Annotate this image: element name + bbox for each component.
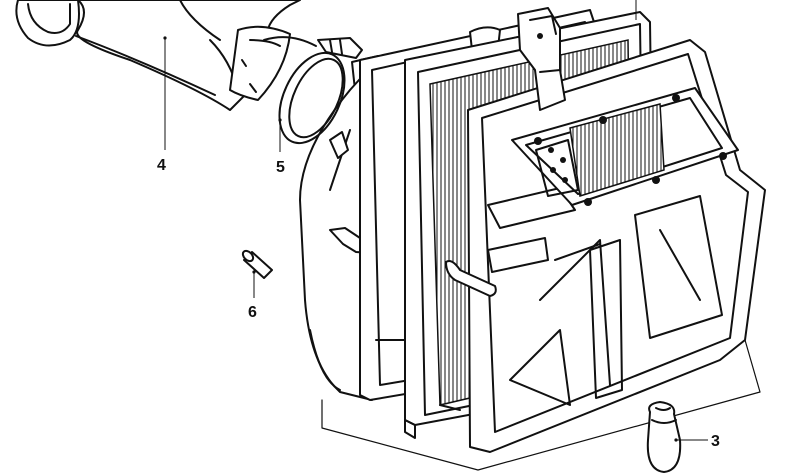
callout-label-4: 4 — [157, 157, 166, 174]
callout-label-6: 6 — [248, 304, 257, 321]
rubber-valve — [646, 401, 682, 473]
callout-leaders — [163, 0, 708, 442]
intake-duct — [15, 0, 301, 111]
base-plate — [321, 339, 761, 471]
small-plug — [241, 249, 273, 279]
hose-clamp — [263, 36, 363, 145]
mounting-bracket — [517, 7, 566, 111]
front-cover — [445, 39, 766, 453]
callout-label-5: 5 — [276, 159, 285, 176]
housing-back — [299, 55, 389, 401]
callout-label-3: 3 — [711, 433, 720, 450]
